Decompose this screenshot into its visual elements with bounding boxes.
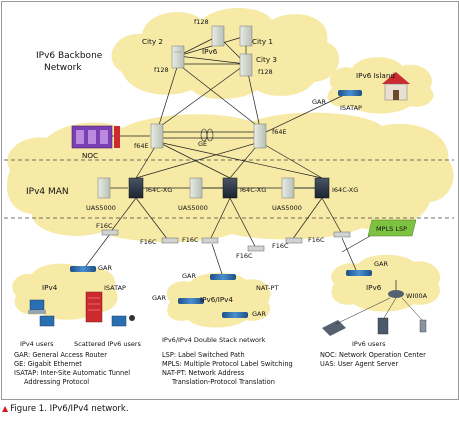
mpls-lsp-label: MPLS LSP — [376, 225, 407, 233]
house-icon — [382, 72, 410, 101]
i64c-xg-label-3: I64C-XG — [332, 186, 358, 194]
scattered-users-label: Scattered IPv6 users — [74, 340, 142, 348]
noc-label: NOC — [82, 151, 98, 160]
gar-nat-left-device — [178, 298, 204, 304]
gar-dual-label: GAR — [182, 272, 196, 280]
figure-frame: IPv6 Backbone Network IPv6 City 1 City 2… — [1, 1, 459, 400]
gar-ipv4-label: GAR — [98, 264, 112, 272]
gar-ipv4-device — [70, 266, 96, 272]
ge-label: GE — [198, 140, 207, 148]
f64e-label-right: f64E — [272, 128, 287, 136]
i64c-xg-label-2: I64C-XG — [240, 186, 266, 194]
legend-column-2: LSP: Label Switched Path MPLS: Multiple … — [162, 351, 293, 387]
f64e-router-right — [253, 123, 267, 149]
mpls-lsp-box — [341, 219, 417, 253]
ipv4-users-label: IPv4 users — [20, 340, 54, 348]
f16c-label-6: F16C — [308, 236, 325, 244]
f16c-label-4: F16C — [236, 252, 253, 260]
i64c-xg-label-1: I64C-XG — [146, 186, 172, 194]
i64c-xg-router-1 — [128, 177, 144, 199]
i64c-xg-router-3 — [314, 177, 330, 199]
gar-ipv6-device — [346, 270, 372, 276]
isatap-device — [85, 291, 103, 323]
isatap-island-label: ISATAP — [340, 104, 362, 112]
legend-entry: GAR: General Access Router — [14, 351, 107, 359]
f128-label-left: f128 — [154, 66, 169, 74]
legend-entry: UAS: User Agent Server — [320, 360, 399, 368]
legend-entry: ISATAP: Inter-Site Automatic Tunnel — [14, 369, 131, 377]
ge-ring-right — [206, 128, 214, 142]
ipv6-island-label: IPv6 Island — [356, 71, 395, 80]
nat-pt-label: NAT-PT — [256, 284, 278, 292]
f16c-label-1: F16C — [96, 222, 113, 230]
city3-label: City 3 — [256, 55, 277, 64]
gar-nat-right-label: GAR — [252, 310, 266, 318]
legend-entry: GE: Gigabit Ethernet — [14, 360, 82, 368]
legend-entry: Addressing Protocol — [24, 378, 90, 386]
f64e-label-left: f64E — [134, 142, 149, 150]
legend-entry: LSP: Label Switched Path — [162, 351, 245, 359]
legend-column-1: GAR: General Access Router GE: Gigabit E… — [14, 351, 130, 387]
ipv6-ipv4-label: IPv6/IPv4 — [200, 295, 233, 304]
gar-dual-device — [210, 274, 236, 280]
backbone-center-label: IPv6 — [202, 47, 218, 56]
legend-entry: MPLS: Multiple Protocol Label Switching — [162, 360, 293, 368]
i64c-xg-router-2 — [222, 177, 238, 199]
ipv4-cloud-label: IPv4 — [42, 283, 58, 292]
gar-island-device — [338, 90, 362, 96]
wi00a-router — [388, 280, 404, 298]
f128-label-right: f128 — [258, 68, 273, 76]
legend-entry: Translation-Protocol Translation — [172, 378, 275, 386]
uas5000-server-3 — [281, 177, 295, 199]
figure-caption: ▲Figure 1. IPv6/IPv4 network. — [2, 404, 129, 414]
legend-entry: NOC: Network Operation Center — [320, 351, 426, 359]
f16c-label-3: F16C — [182, 236, 199, 244]
f16c-label-5: F16C — [272, 242, 289, 250]
ipv6-cloud — [331, 254, 441, 312]
double-stack-label: IPv6/IPv4 Double Stack network — [162, 336, 266, 344]
scattered-users-icon — [111, 315, 135, 327]
city2-router — [171, 45, 185, 69]
uas5000-label-1: UAS5000 — [86, 204, 116, 212]
ipv4-users-icon — [28, 299, 55, 327]
city3-router — [239, 53, 253, 77]
gar-nat-right-device — [222, 312, 248, 318]
ipv6-cloud-label: IPv6 — [366, 283, 382, 292]
f16c-devices — [101, 229, 351, 252]
legend: GAR: General Access Router GE: Gigabit E… — [14, 351, 454, 399]
network-diagram: IPv6 Backbone Network IPv6 City 1 City 2… — [4, 8, 454, 348]
gar-nat-left-label: GAR — [152, 294, 166, 302]
uas5000-label-2: UAS5000 — [178, 204, 208, 212]
uas5000-label-3: UAS5000 — [272, 204, 302, 212]
backbone-title-line2: Network — [44, 63, 82, 73]
caption-text: Figure 1. IPv6/IPv4 network. — [10, 404, 129, 414]
city1-router-b — [239, 25, 253, 47]
city1-router — [211, 25, 225, 47]
triangle-icon: ▲ — [2, 404, 9, 413]
city2-label: City 2 — [142, 37, 163, 46]
ipv6-users-label: IPv6 users — [352, 340, 386, 348]
wi00a-label: WI00A — [406, 292, 428, 300]
gar-ipv6-label: GAR — [374, 260, 388, 268]
f16c-label-2: F16C — [140, 238, 157, 246]
legend-entry: NAT-PT: Network Address — [162, 369, 245, 377]
legend-column-3: NOC: Network Operation Center UAS: User … — [320, 351, 426, 369]
city1-label: City 1 — [252, 37, 273, 46]
f64e-router-left — [150, 123, 164, 149]
ipv6-backbone-cloud — [111, 8, 340, 99]
backbone-title-line1: IPv6 Backbone — [36, 51, 103, 61]
f128-label-top: f128 — [194, 18, 209, 26]
ipv6-users-icon — [322, 317, 427, 336]
uas5000-server-2 — [189, 177, 203, 199]
gar-island-label: GAR — [312, 98, 326, 106]
uas5000-server-1 — [97, 177, 111, 199]
wireless-links — [335, 297, 423, 325]
noc-icon — [71, 125, 120, 149]
ipv4-man-label: IPv4 MAN — [26, 187, 69, 197]
isatap-label: ISATAP — [104, 284, 126, 292]
